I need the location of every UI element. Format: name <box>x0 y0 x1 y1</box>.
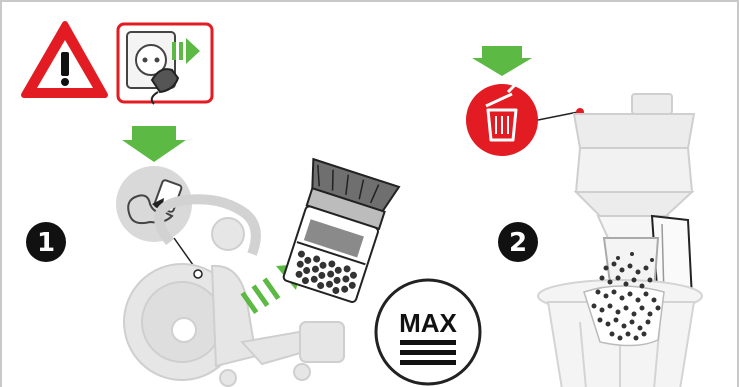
cyclone-assembly <box>572 93 696 239</box>
full-dust-bin <box>282 157 401 303</box>
step-2-label: 2 <box>509 228 527 258</box>
green-arrow-icon <box>472 46 532 76</box>
step-1-label: 1 <box>37 228 55 258</box>
step-number-2: 2 <box>498 222 538 262</box>
step-number-1: 1 <box>26 222 66 262</box>
warning-triangle-icon <box>21 21 108 98</box>
vacuum-cleaner <box>123 194 345 387</box>
green-arrow-icon <box>122 126 186 162</box>
bin-liner <box>583 285 665 347</box>
trash-bin-icon <box>466 82 538 156</box>
max-label: MAX <box>399 308 457 338</box>
max-level-badge: MAX <box>374 278 482 386</box>
dust-particles <box>591 252 661 341</box>
unplug-from-socket-icon <box>116 22 214 105</box>
callout-line <box>537 111 579 121</box>
